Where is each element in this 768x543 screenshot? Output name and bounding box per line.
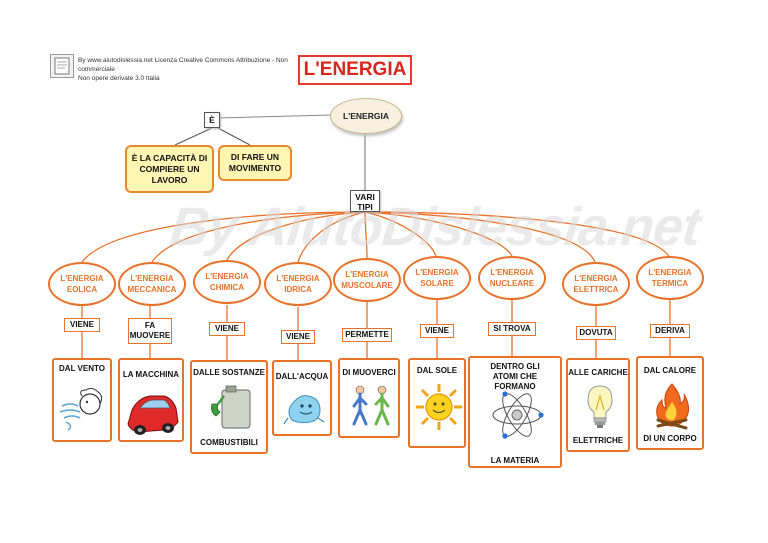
card-chimica: DALLE SOSTANZE COMBUSTIBILI xyxy=(190,360,268,454)
car-icon xyxy=(127,395,179,435)
verb-solare: VIENE xyxy=(420,324,454,338)
verb-eolica: VIENE xyxy=(64,318,100,332)
card-nucleare-text-bottom: LA MATERIA xyxy=(490,456,540,465)
card-elettrica-text-top: ALLE CARICHE xyxy=(568,368,628,377)
card-meccanica: LA MACCHINA xyxy=(118,358,184,442)
card-nucleare: DENTRO GLI ATOMI CHE FORMANO LA MATERIA xyxy=(468,356,562,468)
card-solare-text: DAL SOLE xyxy=(416,366,458,375)
water-drop-icon xyxy=(283,395,325,425)
verb-meccanica: FA MUOVERE xyxy=(128,318,172,344)
card-nucleare-text-top: DENTRO GLI ATOMI CHE FORMANO xyxy=(490,362,540,391)
card-eolica-text: DAL VENTO xyxy=(59,364,105,373)
branch-curves xyxy=(81,211,671,263)
license-line-2: Non opere derivate 3.0 Italia xyxy=(78,75,160,82)
types-label: VARI TIPI xyxy=(350,190,380,212)
verb-termica: DERIVA xyxy=(650,324,690,338)
card-meccanica-text: LA MACCHINA xyxy=(122,370,180,379)
oval-eolica: L'ENERGIA EOLICA xyxy=(48,262,116,306)
oval-nucleare: L'ENERGIA NUCLEARE xyxy=(478,256,546,300)
people-walking-icon xyxy=(352,385,390,426)
oval-termica: L'ENERGIA TERMICA xyxy=(636,256,704,300)
card-idrica: DALL'ACQUA xyxy=(272,360,332,436)
is-label: È xyxy=(204,112,220,128)
fuel-can-icon xyxy=(211,385,251,429)
definition-capacity: È LA CAPACITÀ DI COMPIERE UN LAVORO xyxy=(125,145,214,193)
watermark: By AiutoDislessia.net xyxy=(167,197,703,257)
verb-chimica: VIENE xyxy=(209,322,245,336)
atom-icon xyxy=(492,391,544,439)
sun-icon xyxy=(416,384,462,430)
definition-movement: DI FARE UN MOVIMENTO xyxy=(218,145,292,181)
card-idrica-text: DALL'ACQUA xyxy=(275,372,329,381)
verb-elettrica: DOVUTA xyxy=(576,326,616,340)
card-solare: DAL SOLE xyxy=(408,358,466,448)
card-termica: DAL CALORE DI UN CORPO xyxy=(636,356,704,450)
oval-muscolare: L'ENERGIA MUSCOLARE xyxy=(333,258,401,302)
oval-solare: L'ENERGIA SOLARE xyxy=(403,256,471,300)
license-icon xyxy=(50,54,74,78)
oval-idrica: L'ENERGIA IDRICA xyxy=(264,262,332,306)
license-line-1: By www.aiutodislessia.net Licenza Creati… xyxy=(78,57,288,73)
card-chimica-text-bottom: COMBUSTIBILI xyxy=(200,438,258,447)
verb-idrica: VIENE xyxy=(281,330,315,344)
card-muscolare-text: DI MUOVERCI xyxy=(342,368,396,377)
card-elettrica-text-bottom: ELETTRICHE xyxy=(572,436,624,445)
verb-nucleare: SI TROVA xyxy=(488,322,536,336)
verb-muscolare: PERMETTE xyxy=(342,328,392,342)
card-termica-text-top: DAL CALORE xyxy=(643,366,697,375)
card-chimica-text-top: DALLE SOSTANZE xyxy=(193,368,265,377)
page-title: L'ENERGIA xyxy=(298,55,412,85)
wind-icon xyxy=(59,387,103,431)
card-muscolare: DI MUOVERCI xyxy=(338,358,400,438)
fire-icon xyxy=(656,383,690,430)
oval-meccanica: L'ENERGIA MECCANICA xyxy=(118,262,186,306)
license-text: By www.aiutodislessia.net Licenza Creati… xyxy=(78,56,308,83)
card-eolica: DAL VENTO xyxy=(52,358,112,442)
oval-elettrica: L'ENERGIA ELETTRICA xyxy=(562,262,630,306)
oval-chimica: L'ENERGIA CHIMICA xyxy=(193,260,261,304)
card-termica-text-bottom: DI UN CORPO xyxy=(643,434,697,443)
root-node: L'ENERGIA xyxy=(330,98,402,134)
card-elettrica: ALLE CARICHE ELETTRICHE xyxy=(566,358,630,452)
light-bulb-icon xyxy=(587,385,613,428)
